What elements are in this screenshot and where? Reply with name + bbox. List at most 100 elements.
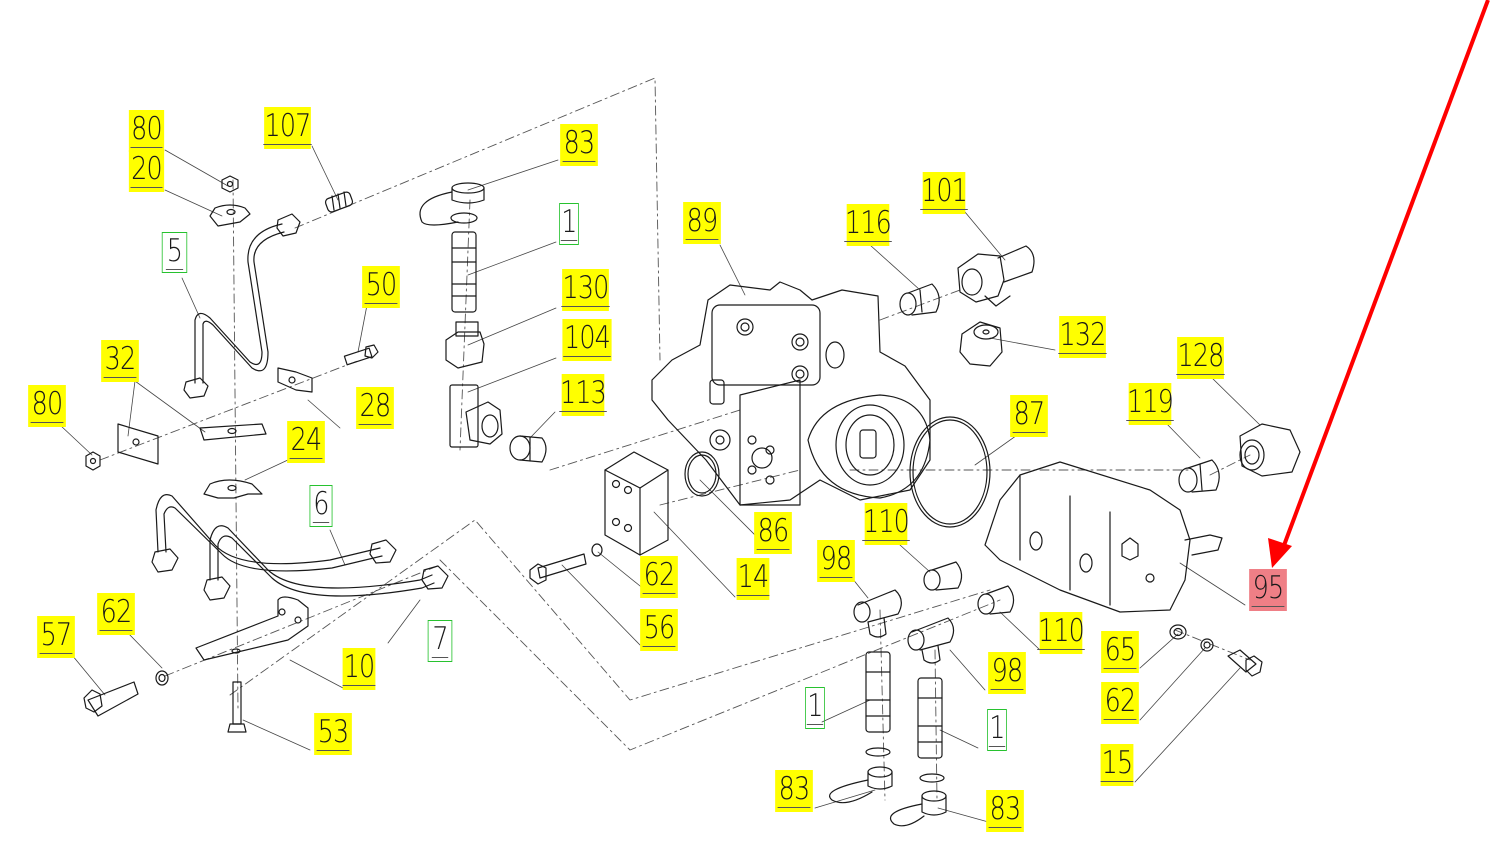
fitting-113 [509, 435, 547, 463]
callout-24[interactable]: 24 [287, 421, 325, 463]
callout-128[interactable]: 128 [1176, 337, 1224, 379]
callout-label: 57 [39, 617, 72, 654]
callout-86[interactable]: 86 [754, 512, 792, 554]
callout-label: 110 [1037, 613, 1085, 650]
callout-label: 89 [685, 203, 718, 240]
callout-10[interactable]: 10 [342, 648, 376, 690]
callout-56[interactable]: 56 [640, 609, 678, 651]
coupler-1-lower-left [865, 651, 891, 733]
callout-83-top[interactable]: 83 [560, 124, 598, 166]
callout-110-upper[interactable]: 110 [862, 503, 910, 545]
nut-132 [959, 321, 1003, 367]
callout-label: 130 [561, 270, 609, 307]
callout-label: 107 [263, 108, 311, 145]
callout-label: 32 [103, 341, 136, 378]
callout-62-right[interactable]: 62 [1101, 682, 1139, 724]
callout-87[interactable]: 87 [1010, 395, 1048, 437]
callout-1-lower-left[interactable]: 1 [805, 687, 825, 729]
callout-80-top[interactable]: 80 [128, 110, 165, 152]
callout-label: 1 [560, 204, 578, 241]
callout-label: 101 [920, 173, 968, 210]
callout-label: 62 [99, 594, 132, 631]
adapter-130 [445, 321, 485, 369]
callout-1-lower-right[interactable]: 1 [987, 709, 1007, 751]
callout-62-left[interactable]: 62 [97, 593, 135, 635]
nut-80-left [85, 451, 101, 471]
callout-83-lower-right[interactable]: 83 [986, 790, 1024, 832]
callout-label: 87 [1012, 396, 1045, 433]
pipe-5 [183, 213, 301, 399]
callout-label: 104 [563, 320, 611, 357]
clamp-24 [203, 479, 263, 499]
callout-57[interactable]: 57 [37, 616, 75, 658]
callout-28[interactable]: 28 [356, 387, 394, 429]
bolt-15 [1227, 649, 1263, 677]
callout-label: 98 [819, 541, 852, 578]
callout-label: 86 [756, 513, 789, 550]
callout-110-lower[interactable]: 110 [1037, 612, 1085, 654]
callout-label: 128 [1176, 338, 1224, 375]
callout-label: 65 [1103, 632, 1136, 669]
callout-89[interactable]: 89 [683, 202, 721, 244]
pipes-6-7 [151, 494, 449, 601]
block-14 [604, 451, 669, 556]
callout-101[interactable]: 101 [920, 172, 968, 214]
bolt-57 [83, 681, 139, 717]
callout-1-top[interactable]: 1 [559, 203, 579, 245]
callout-label: 6 [312, 486, 330, 523]
callout-label: 80 [130, 111, 163, 148]
callout-130[interactable]: 130 [561, 269, 609, 311]
coupler-1-top [451, 231, 477, 313]
callout-label: 62 [1103, 683, 1136, 720]
callout-label: 119 [1126, 384, 1174, 421]
callout-20[interactable]: 20 [128, 150, 165, 192]
callout-label: 53 [316, 714, 349, 751]
callout-label: 7 [431, 621, 449, 658]
callout-label: 1 [806, 688, 824, 725]
callout-5[interactable]: 5 [161, 232, 188, 273]
callout-107[interactable]: 107 [263, 107, 311, 149]
callout-113[interactable]: 113 [559, 374, 607, 416]
callout-65[interactable]: 65 [1101, 631, 1139, 673]
callout-98-lower[interactable]: 98 [988, 652, 1026, 694]
tee-98-lower [907, 617, 955, 664]
callout-50[interactable]: 50 [362, 266, 400, 308]
callout-53[interactable]: 53 [314, 713, 352, 755]
callout-95[interactable]: 95 [1249, 569, 1287, 611]
callout-label: 15 [1100, 745, 1133, 782]
tee-104 [449, 384, 503, 448]
callout-label: 83 [562, 125, 595, 162]
callout-label: 132 [1058, 317, 1106, 354]
nut-80-top [221, 175, 239, 193]
callout-14[interactable]: 14 [736, 558, 770, 600]
callout-label: 5 [165, 232, 183, 270]
callout-6[interactable]: 6 [309, 485, 333, 527]
callout-62-mid[interactable]: 62 [640, 556, 678, 598]
callout-83-lower-left[interactable]: 83 [775, 770, 813, 812]
nut-128 [1239, 423, 1301, 477]
washer-62-right [1200, 638, 1214, 652]
callout-132[interactable]: 132 [1058, 316, 1106, 358]
tee-101 [957, 245, 1035, 307]
callout-7[interactable]: 7 [427, 620, 453, 662]
callout-label: 28 [358, 388, 391, 425]
fitting-107 [324, 191, 354, 213]
oring-87 [909, 416, 991, 528]
callout-label: 116 [844, 205, 892, 242]
callout-label: 56 [642, 610, 675, 647]
callout-label: 1 [988, 710, 1006, 747]
bolt-50 [343, 344, 379, 366]
cap-83-lower-right [889, 773, 947, 827]
callout-label: 80 [30, 386, 63, 423]
callout-119[interactable]: 119 [1126, 383, 1174, 425]
callout-32[interactable]: 32 [101, 340, 139, 382]
callout-80-left[interactable]: 80 [28, 385, 66, 427]
callout-98-upper[interactable]: 98 [817, 540, 855, 582]
coupler-1-lower-right [917, 677, 943, 759]
callout-label: 113 [559, 375, 607, 412]
callout-label: 83 [988, 791, 1021, 828]
oring-86 [684, 451, 720, 497]
callout-15[interactable]: 15 [1100, 744, 1134, 786]
callout-116[interactable]: 116 [844, 204, 892, 246]
callout-104[interactable]: 104 [562, 319, 612, 361]
